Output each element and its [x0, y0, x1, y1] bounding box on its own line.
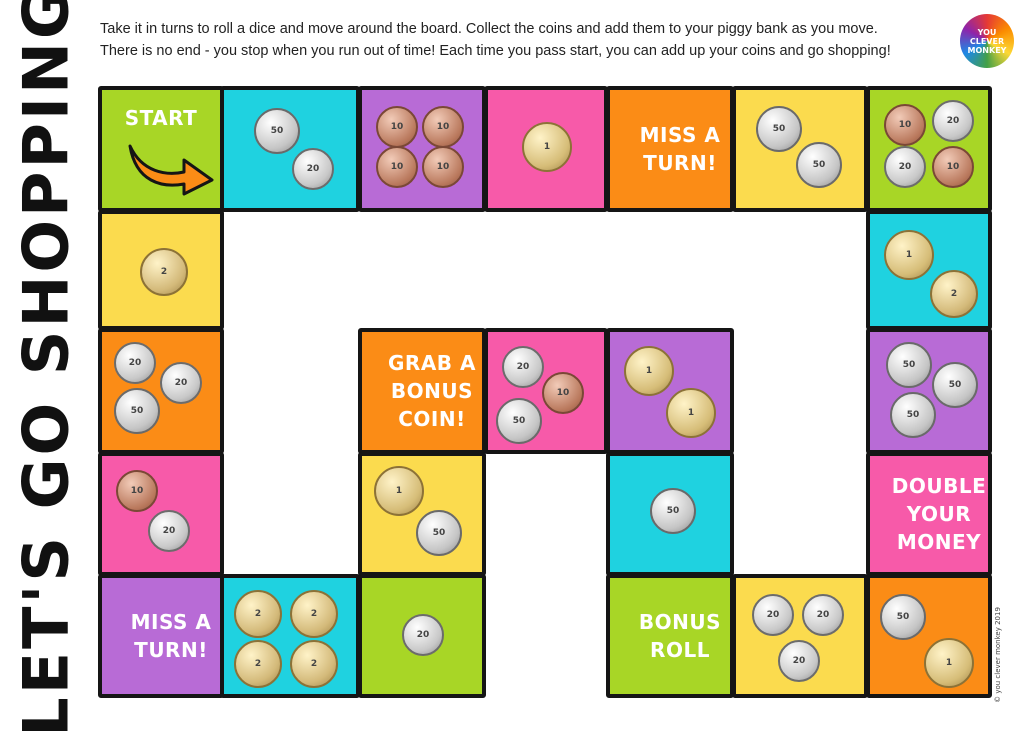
- square-label: BONUS ROLL: [638, 610, 722, 662]
- coin-10c: 10: [422, 106, 464, 148]
- coin-50c: 50: [416, 510, 462, 556]
- board-square-17-grab-a-bonus-coin: GRAB A BONUS COIN!: [358, 328, 486, 454]
- coin-20c: 20: [884, 146, 926, 188]
- coin-20c: 20: [402, 614, 444, 656]
- coin-20c: 20: [802, 594, 844, 636]
- board-square-4: 1: [484, 86, 608, 212]
- coin-10c: 10: [884, 104, 926, 146]
- board-square-1-start: START: [98, 86, 224, 212]
- coin-20c: 20: [778, 640, 820, 682]
- coin-20c: 20: [160, 362, 202, 404]
- square-label: MISS A TURN!: [639, 123, 721, 175]
- coin-one-dollar: 1: [522, 122, 572, 172]
- coin-10c: 10: [932, 146, 974, 188]
- copyright-credit: © you clever monkey 2019: [994, 607, 1002, 703]
- coin-50c: 50: [890, 392, 936, 438]
- board-square-14-miss-a-turn: MISS A TURN!: [98, 574, 224, 698]
- coin-one-dollar: 1: [374, 466, 424, 516]
- coin-10c: 10: [376, 146, 418, 188]
- coin-10c: 10: [376, 106, 418, 148]
- coin-two-dollar: 2: [930, 270, 978, 318]
- coin-two-dollar: 2: [290, 640, 338, 688]
- coin-10c: 10: [542, 372, 584, 414]
- instructions-line-2: There is no end - you stop when you run …: [100, 43, 891, 59]
- coin-50c: 50: [880, 594, 926, 640]
- coin-50c: 50: [932, 362, 978, 408]
- board-square-13-double-your-money: DOUBLE YOUR MONEY: [866, 452, 992, 576]
- coin-20c: 20: [114, 342, 156, 384]
- coin-20c: 20: [292, 148, 334, 190]
- brand-logo: YOU CLEVER MONKEY: [960, 14, 1014, 68]
- coin-10c: 10: [116, 470, 158, 512]
- coin-two-dollar: 2: [234, 590, 282, 638]
- coin-50c: 50: [114, 388, 160, 434]
- coin-one-dollar: 1: [666, 388, 716, 438]
- coin-two-dollar: 2: [234, 640, 282, 688]
- coin-20c: 20: [752, 594, 794, 636]
- square-label: GRAB A BONUS COIN!: [388, 351, 476, 431]
- instructions-line-1: Take it in turns to roll a dice and move…: [100, 21, 878, 37]
- coin-20c: 20: [148, 510, 190, 552]
- coin-two-dollar: 2: [290, 590, 338, 638]
- coin-50c: 50: [756, 106, 802, 152]
- coin-two-dollar: 2: [140, 248, 188, 296]
- coin-one-dollar: 1: [884, 230, 934, 280]
- board-square-5-miss-a-turn: MISS A TURN!: [606, 86, 734, 212]
- square-label: MISS A TURN!: [130, 610, 212, 662]
- board-square-22-bonus-roll: BONUS ROLL: [606, 574, 734, 698]
- coin-50c: 50: [650, 488, 696, 534]
- coin-50c: 50: [796, 142, 842, 188]
- board-square-21: 50: [606, 452, 734, 576]
- coin-50c: 50: [886, 342, 932, 388]
- coin-one-dollar: 1: [624, 346, 674, 396]
- coin-20c: 20: [932, 100, 974, 142]
- square-label: START: [124, 106, 198, 130]
- coin-one-dollar: 1: [924, 638, 974, 688]
- coin-10c: 10: [422, 146, 464, 188]
- board-square-8: 2: [98, 210, 224, 330]
- coin-50c: 50: [254, 108, 300, 154]
- coin-50c: 50: [496, 398, 542, 444]
- square-label: DOUBLE YOUR MONEY: [891, 474, 987, 554]
- board-square-16: 20: [358, 574, 486, 698]
- coin-20c: 20: [502, 346, 544, 388]
- instructions: Take it in turns to roll a dice and move…: [100, 18, 955, 62]
- start-arrow-icon: [128, 144, 214, 196]
